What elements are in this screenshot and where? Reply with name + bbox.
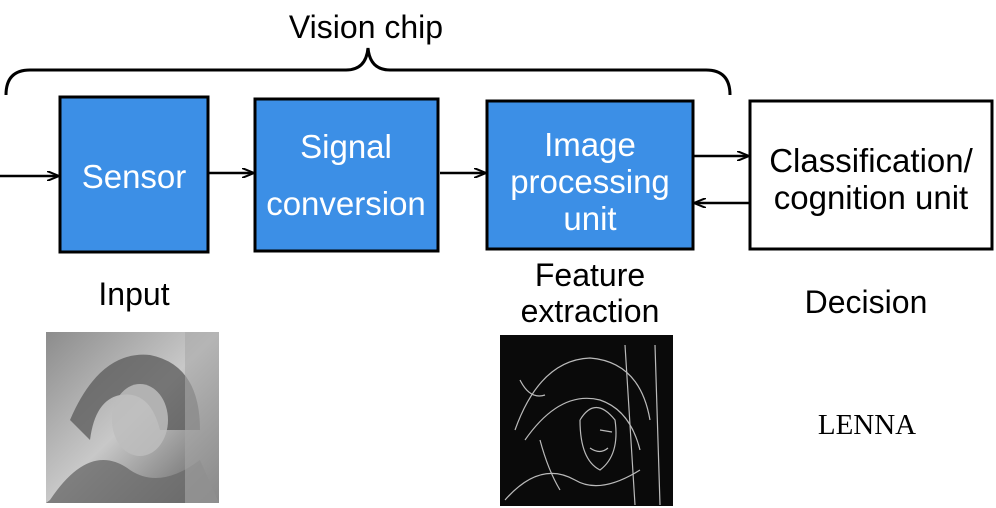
input-caption: Input [98, 276, 169, 312]
signal-conversion-block [253, 97, 440, 253]
classification-label-line-1: Classification/ [769, 142, 973, 179]
sensor-label-line-1: Sensor [82, 158, 187, 195]
feature-extraction-caption-line-2: extraction [521, 293, 660, 329]
image-processing-label-line-3: unit [563, 200, 616, 237]
image-processing-block [485, 99, 695, 251]
decision-caption: Decision [805, 284, 928, 320]
signal-conversion-label-line-1: Signal [300, 128, 392, 165]
input-photo [46, 332, 219, 503]
decision-caption-line-1: Decision [805, 284, 928, 320]
image-processing-label-line-1: Image [544, 126, 636, 163]
feature-edge-image [500, 335, 673, 506]
classification-label-line-2: cognition unit [774, 179, 968, 216]
sensor-label: Sensor [82, 158, 187, 195]
signal-conversion-label: Signal conversion [266, 128, 426, 222]
feature-extraction-caption-line-1: Feature [535, 257, 645, 293]
diagram-title: Vision chip [289, 9, 443, 45]
input-caption-line-1: Input [98, 276, 169, 312]
vision-chip-brace [4, 47, 732, 96]
classification-label: Classification/cognition unit [769, 142, 973, 216]
sensor-block [58, 95, 210, 254]
classification-block [748, 99, 994, 251]
image-processing-label-line-2: processing [510, 163, 670, 200]
decision-output-label: LENNA [818, 409, 916, 441]
signal-conversion-label-line-2: conversion [266, 185, 426, 222]
